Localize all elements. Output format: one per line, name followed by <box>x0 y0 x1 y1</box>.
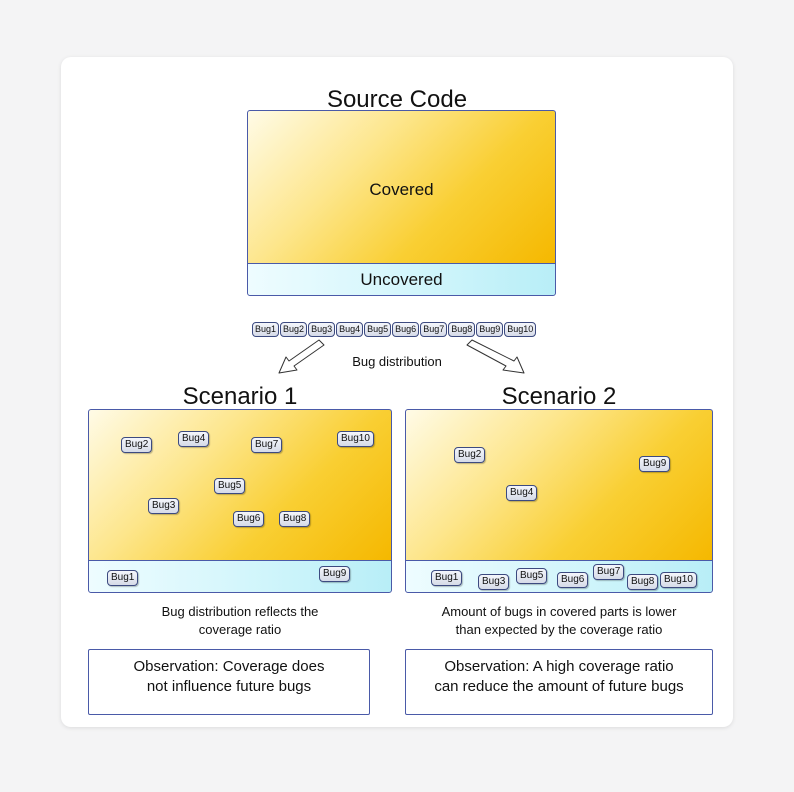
bug-tag: Bug2 <box>280 322 308 337</box>
bug-tag: Bug6 <box>392 322 420 337</box>
bug-tag: Bug2 <box>121 437 153 453</box>
right-arrow <box>466 339 525 374</box>
source-code-title: Source Code <box>326 86 468 113</box>
bug-tag: Bug10 <box>504 322 537 337</box>
bug-tag: Bug5 <box>364 322 392 337</box>
covered-label: Covered <box>369 180 434 199</box>
bug-tag: Bug10 <box>337 431 374 447</box>
bug-tag: Bug5 <box>516 568 548 584</box>
bug-tag: Bug5 <box>214 478 246 494</box>
left-arrow <box>278 339 325 374</box>
bug-tag: Bug6 <box>233 511 265 527</box>
bug-tag: Bug3 <box>148 498 180 514</box>
uncovered-label: Uncovered <box>360 270 443 289</box>
bug-tag: Bug9 <box>319 566 351 582</box>
bug-tag: Bug9 <box>639 456 671 472</box>
bug-tag: Bug8 <box>627 574 659 590</box>
bug-tag: Bug1 <box>252 322 280 337</box>
scenario2-covered-region <box>405 409 713 560</box>
bug-distribution-label: Bug distribution <box>352 354 442 369</box>
scenario1-title: Scenario 1 <box>182 383 298 410</box>
bug-tag: Bug1 <box>107 570 139 586</box>
bug-tag: Bug3 <box>308 322 336 337</box>
bug-tag: Bug8 <box>279 511 311 527</box>
bug-tag: Bug2 <box>454 447 486 463</box>
scenario1-observation: Observation: Coverage does not influence… <box>88 649 370 715</box>
source-covered-region: Covered <box>247 110 556 263</box>
bug-tag: Bug4 <box>336 322 364 337</box>
bug-tag: Bug7 <box>593 564 625 580</box>
scenario2-caption: Amount of bugs in covered parts is lower… <box>441 604 677 637</box>
bug-tag: Bug9 <box>476 322 504 337</box>
scenario2-title: Scenario 2 <box>501 383 617 410</box>
bug-tag: Bug1 <box>431 570 463 586</box>
scenario1-caption: Bug distribution reflects the coverage r… <box>161 604 319 637</box>
bug-tag: Bug10 <box>660 572 697 588</box>
bug-tag: Bug8 <box>448 322 476 337</box>
bug-tag: Bug4 <box>506 485 538 501</box>
bug-tag: Bug7 <box>420 322 448 337</box>
scenario2-observation: Observation: A high coverage ratio can r… <box>405 649 713 715</box>
bug-tag: Bug7 <box>251 437 283 453</box>
bug-tag: Bug6 <box>557 572 589 588</box>
bug-tag: Bug3 <box>478 574 510 590</box>
split-arrows <box>278 339 525 374</box>
source-uncovered-region: Uncovered <box>247 263 556 296</box>
bug-tag: Bug4 <box>178 431 210 447</box>
